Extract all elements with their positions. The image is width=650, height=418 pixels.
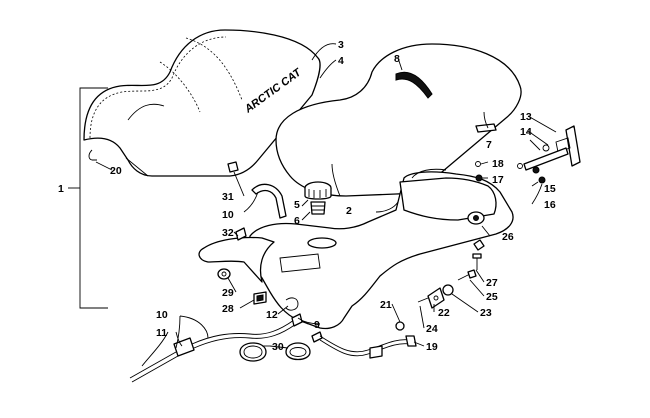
callout-labels: 1 2 3 4 5 6 7 8 9 10 10 11 12 13 14 15 1…: [58, 39, 556, 353]
seat-cover: ARCTIC CAT: [83, 29, 321, 177]
fuel-pickup-hose: [129, 313, 303, 383]
callout-16: 16: [544, 199, 556, 211]
callout-15: 15: [544, 183, 556, 195]
fuel-sender-screw: [457, 269, 477, 281]
fuel-line: [311, 331, 417, 359]
seat-latch-assembly: [517, 125, 581, 184]
tank-grommet: [235, 227, 247, 241]
callout-2: 2: [346, 205, 352, 217]
fuel-filler-neck: [310, 201, 326, 215]
vent-fitting: [227, 161, 239, 173]
vent-hose: [251, 183, 287, 219]
fuel-sender-plate: [427, 287, 445, 309]
tank-side-grommet: [467, 211, 485, 225]
callout-14: 14: [520, 126, 532, 138]
callout-23: 23: [480, 307, 492, 319]
callout-24: 24: [426, 323, 438, 335]
callout-22: 22: [438, 307, 450, 319]
seat-cover-clip: [88, 149, 97, 161]
callout-26: 26: [502, 231, 514, 243]
latch-screw: [529, 139, 541, 151]
callout-29: 29: [222, 287, 234, 299]
callout-28: 28: [222, 303, 234, 315]
fuel-tank: [248, 168, 514, 330]
seat-strap: [395, 71, 433, 99]
callout-11: 11: [156, 327, 167, 339]
washer-26b: [473, 239, 485, 251]
callout-12: 12: [266, 309, 278, 321]
fuel-cap: [304, 181, 332, 200]
fuel-sender-grommet: [442, 284, 454, 296]
callout-31: 31: [222, 191, 234, 203]
callout-3: 3: [338, 39, 344, 51]
callout-10-hose: 10: [156, 309, 168, 321]
callout-20: 20: [110, 165, 122, 177]
nut-17: [475, 174, 483, 182]
callout-8: 8: [394, 53, 400, 65]
callout-6: 6: [294, 215, 300, 227]
callout-10-vent: 10: [222, 209, 234, 221]
callout-4: 4: [338, 55, 344, 67]
callout-32: 32: [222, 227, 234, 239]
callout-5: 5: [294, 199, 300, 211]
washer-18: [475, 161, 481, 167]
washer: [217, 268, 231, 280]
callout-25: 25: [486, 291, 498, 303]
callout-9: 9: [314, 319, 320, 331]
tank-clamp: [285, 297, 299, 311]
callout-7: 7: [486, 139, 492, 151]
callout-19: 19: [426, 341, 438, 353]
callout-13: 13: [520, 111, 532, 123]
callout-17: 17: [492, 174, 504, 186]
hose-clip: [253, 291, 267, 305]
seat-latch-plate: [475, 123, 497, 133]
leader-lines: [95, 43, 557, 367]
seat-assembly-bracket: [79, 87, 108, 309]
line-fitting: [395, 321, 405, 331]
callout-30: 30: [272, 341, 284, 353]
callout-27: 27: [486, 277, 498, 289]
callout-21: 21: [380, 299, 392, 311]
hose-clamps: [239, 342, 311, 362]
screw-27: [472, 253, 482, 270]
tank-mounting-bracket: [198, 236, 275, 283]
callout-1: 1: [58, 183, 64, 195]
callout-18: 18: [492, 158, 504, 170]
fuel-sender-washer: [417, 297, 429, 303]
